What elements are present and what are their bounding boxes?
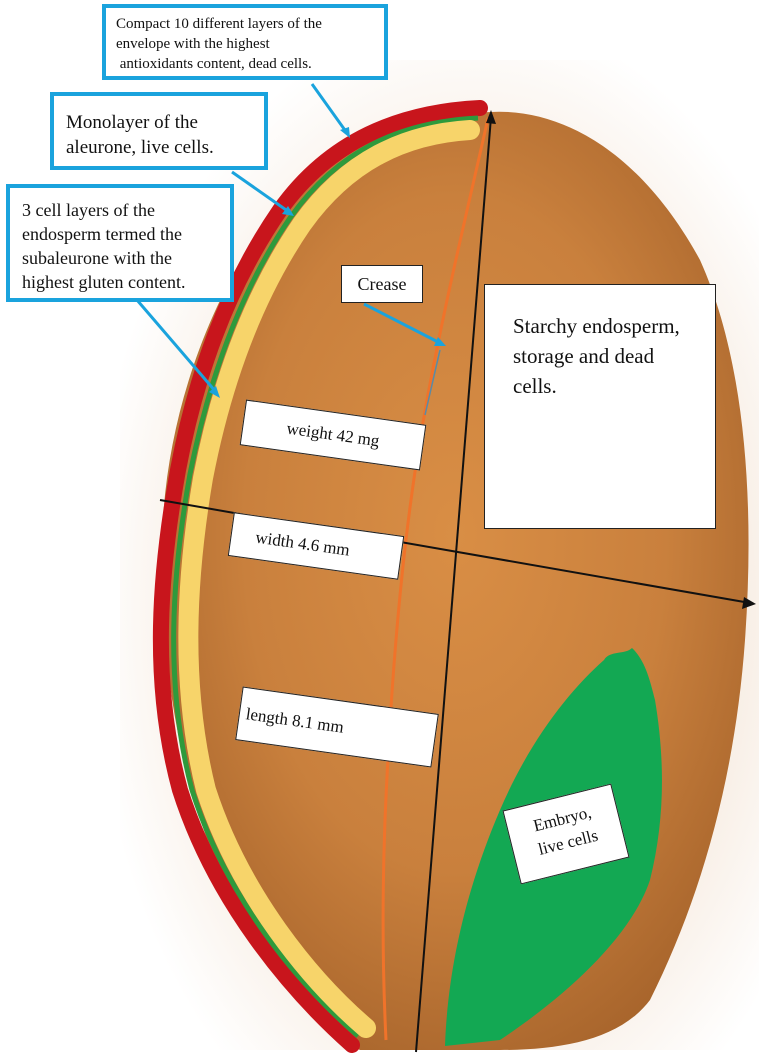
- subaleurone-text-line-4: highest gluten content.: [22, 270, 218, 294]
- subaleurone-text-line-2: endosperm termed the: [22, 222, 218, 246]
- subaleurone-text-line-1: 3 cell layers of the: [22, 198, 218, 222]
- width-text: width 4.6 mm: [254, 528, 351, 560]
- starchy-text-line-2: storage and dead: [513, 341, 687, 371]
- envelope-text-line-3: antioxidants content, dead cells.: [116, 54, 374, 74]
- envelope-text-line-2: envelope with the highest: [116, 34, 374, 54]
- weight-text: weight 42 mg: [285, 419, 380, 451]
- aleurone-text-line-1: Monolayer of the: [66, 110, 252, 135]
- subaleurone-text-line-3: subaleurone with the: [22, 246, 218, 270]
- crease-label: Crease: [341, 265, 423, 303]
- length-text: length 8.1 mm: [245, 704, 345, 737]
- aleurone-text-line-2: aleurone, live cells.: [66, 135, 252, 160]
- envelope-text-line-1: Compact 10 different layers of the: [116, 14, 374, 34]
- starchy-text-line-3: cells.: [513, 371, 687, 401]
- crease-text: Crease: [358, 274, 407, 294]
- subaleurone-callout: 3 cell layers of the endosperm termed th…: [6, 184, 234, 302]
- starchy-endosperm-label: Starchy endosperm, storage and dead cell…: [484, 284, 716, 529]
- starchy-text-line-1: Starchy endosperm,: [513, 311, 687, 341]
- aleurone-callout: Monolayer of the aleurone, live cells.: [50, 92, 268, 170]
- envelope-callout: Compact 10 different layers of the envel…: [102, 4, 388, 80]
